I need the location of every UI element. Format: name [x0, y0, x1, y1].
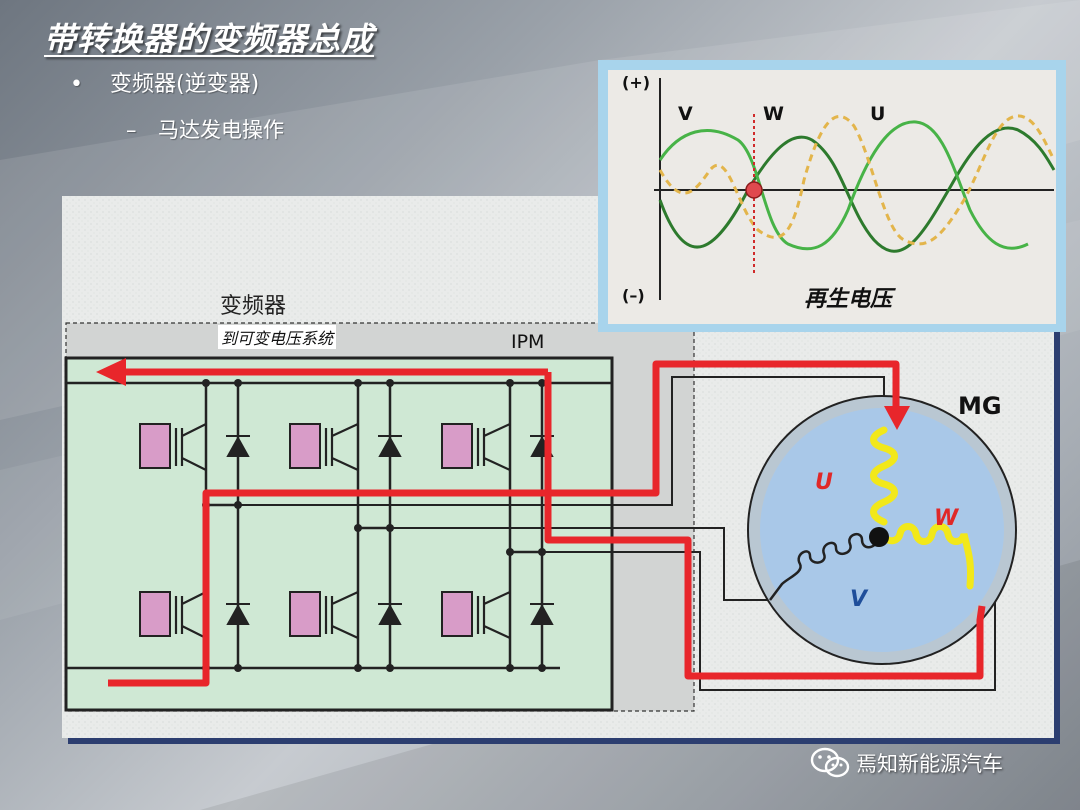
- current-arrow-down: [884, 406, 910, 430]
- watermark: 焉知新能源汽车: [810, 744, 1003, 782]
- wave-w: [658, 114, 1056, 246]
- coil-v-label: V: [850, 587, 868, 612]
- wave-w-label: W: [763, 103, 784, 125]
- stator-coils: [870, 426, 974, 590]
- current-path: [108, 360, 986, 687]
- ipm-label: IPM: [511, 331, 545, 353]
- freewheel-diodes: [226, 435, 554, 625]
- bullet-dot: •: [70, 72, 83, 97]
- current-arrow-left: [96, 358, 126, 386]
- motor-label: MG: [958, 392, 1002, 420]
- neutral-point: [869, 527, 889, 547]
- regen-waveform-panel: [598, 60, 1066, 332]
- coil-w-label: W: [934, 506, 959, 531]
- wave-caption: 再生电压: [804, 286, 893, 312]
- igbt-switches: [139, 423, 511, 639]
- bullet-generation-text: 马达发电操作: [158, 118, 284, 142]
- slide-title: 带转换器的变频器总成: [44, 20, 375, 58]
- wechat-icon: [810, 747, 850, 778]
- inverter-sublabel: 到可变电压系统: [218, 325, 337, 349]
- coil-v-winding: [769, 532, 882, 601]
- inverter-label: 变频器: [220, 294, 287, 319]
- watermark-text: 焉知新能源汽车: [856, 752, 1003, 776]
- wave-minus-label: (–): [622, 286, 645, 305]
- wave-u-label: U: [870, 103, 886, 125]
- coil-u-label: U: [815, 470, 833, 495]
- bullet-inverter: • 变频器(逆变器): [70, 66, 259, 98]
- bullet-dash: –: [126, 118, 137, 142]
- regen-point-marker: [745, 181, 763, 199]
- wave-v-label: V: [678, 103, 693, 125]
- wave-v: [658, 126, 1056, 253]
- bullet-inverter-text: 变频器(逆变器): [110, 72, 260, 97]
- wave-u: [658, 120, 1029, 251]
- bullet-generation: –马达发电操作: [126, 114, 284, 144]
- wave-plus-label: (+): [622, 73, 651, 92]
- ipm-module: [64, 356, 614, 712]
